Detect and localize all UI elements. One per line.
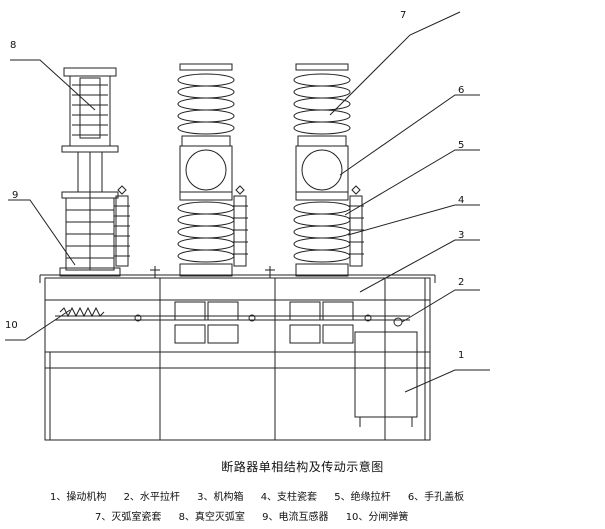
callout-2: 2	[458, 277, 464, 288]
legend-item: 8、真空灭弧室	[178, 512, 245, 523]
frame-box	[39, 274, 436, 441]
legend-item: 7、灭弧室瓷套	[95, 512, 162, 523]
callout-3: 3	[458, 230, 464, 241]
pole-right	[293, 63, 364, 277]
legend-item: 6、手孔盖板	[407, 492, 465, 503]
legend-item: 9、电流互感器	[262, 512, 329, 523]
legend-item: 2、水平拉杆	[123, 492, 180, 503]
callout-1: 1	[458, 350, 464, 361]
legend-row-2: 7、灭弧室瓷套 8、真空灭弧室 9、电流互感器 10、分闸弹簧	[95, 508, 422, 523]
callout-10: 10	[5, 320, 18, 331]
leader-lines	[5, 11, 490, 393]
pole-middle	[177, 63, 248, 277]
legend-item: 1、操动机构	[50, 492, 107, 503]
callout-7: 7	[400, 10, 406, 21]
legend-item: 4、支柱瓷套	[260, 492, 318, 503]
callout-6: 6	[458, 85, 464, 96]
diagram-title: 断路器单相结构及传动示意图	[221, 460, 384, 474]
legend-item: 5、绝缘拉杆	[334, 492, 391, 503]
callout-5: 5	[458, 140, 464, 151]
breaker-structure-diagram: 8 9 10 7 6 5 4 3 2 1	[5, 10, 490, 441]
terminal-stubs	[150, 266, 275, 278]
horizontal-rod	[55, 314, 410, 327]
opening-spring	[59, 306, 105, 318]
legend-item: 10、分闸弹簧	[345, 512, 409, 523]
legend-row-1: 1、操动机构 2、水平拉杆 3、机构箱 4、支柱瓷套 5、绝缘拉杆 6、手孔盖板	[50, 488, 478, 503]
callout-8: 8	[10, 40, 16, 51]
callout-9: 9	[12, 190, 18, 201]
operating-mechanism	[354, 331, 418, 427]
legend-item: 3、机构箱	[197, 492, 244, 503]
pole-left	[59, 67, 130, 277]
callout-4: 4	[458, 195, 464, 206]
compartment-pockets	[174, 301, 354, 344]
